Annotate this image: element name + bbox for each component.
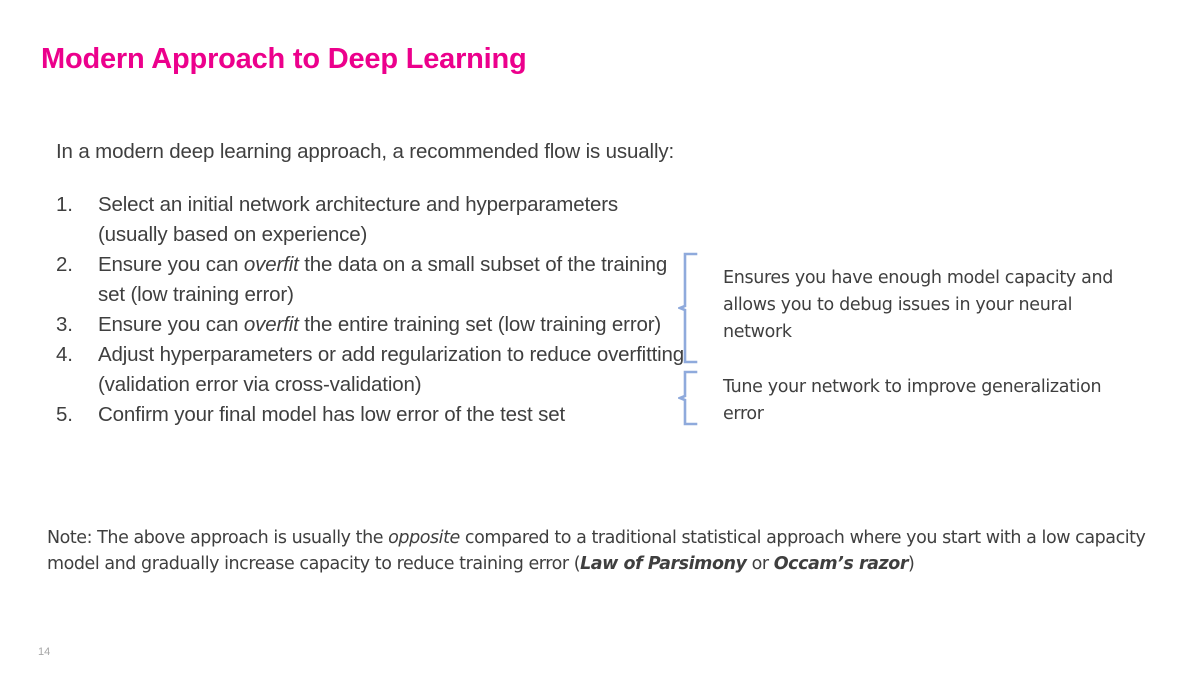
list-item-number: 3. [56,313,73,336]
list-item-number: 2. [56,253,73,276]
list-item: 3. Ensure you can overfit the entire trai… [52,310,692,340]
page-number: 14 [38,646,51,658]
curly-bracket-icon-1 [676,252,704,369]
list-item-number: 4. [56,343,73,366]
list-item: 1. Select an initial network architecture… [52,190,692,250]
annotation-text-generalization: Tune your network to improve generalizat… [723,377,1102,424]
text-run: the entire training set (low training er… [298,313,662,336]
list-item-text: Adjust hyperparameters or add regulariza… [98,340,692,400]
emphasis-text: overfit [243,313,299,336]
annotation-text-capacity: Ensures you have enough model capacity a… [723,268,1113,342]
text-run: Ensure you can [98,313,244,336]
text-run: Confirm your final model has low error o… [98,403,566,426]
list-item-text: Select an initial network architecture a… [98,190,692,250]
strong-emphasis-text: Law of Parsimony [580,554,747,574]
text-run: the data on a small subset of the traini… [98,253,668,306]
list-item-text: Ensure you can overfit the entire traini… [98,310,692,340]
list-item: 2. Ensure you can overfit the data on a s… [52,250,692,310]
text-run: or [746,554,774,574]
steps-list: 1. Select an initial network architecture… [52,190,692,430]
intro-sentence: In a modern deep learning approach, a re… [56,140,674,163]
list-item: 4. Adjust hyperparameters or add regulari… [52,340,692,400]
list-item: 5. Confirm your final model has low error… [52,400,692,430]
footer-note: Note: The above approach is usually the … [47,525,1157,577]
list-item-text: Confirm your final model has low error o… [98,400,692,430]
strong-emphasis-text: Occam’s razor [773,554,909,574]
text-run: ) [908,554,915,574]
text-run: Select an initial network architecture a… [98,193,619,246]
text-run: compared to a traditional statistical ap… [47,528,1146,574]
emphasis-text: overfit [243,253,299,276]
list-item-number: 5. [56,403,73,426]
page-title: Modern Approach to Deep Learning [41,43,527,75]
curly-bracket-icon-2 [676,370,704,431]
list-item-text: Ensure you can overfit the data on a sma… [98,250,692,310]
emphasis-text: opposite [388,528,460,548]
list-item-number: 1. [56,193,73,216]
text-run: Adjust hyperparameters or add regulariza… [98,343,685,396]
text-run: Note: The above approach is usually the [47,528,389,548]
text-run: Ensure you can [98,253,244,276]
